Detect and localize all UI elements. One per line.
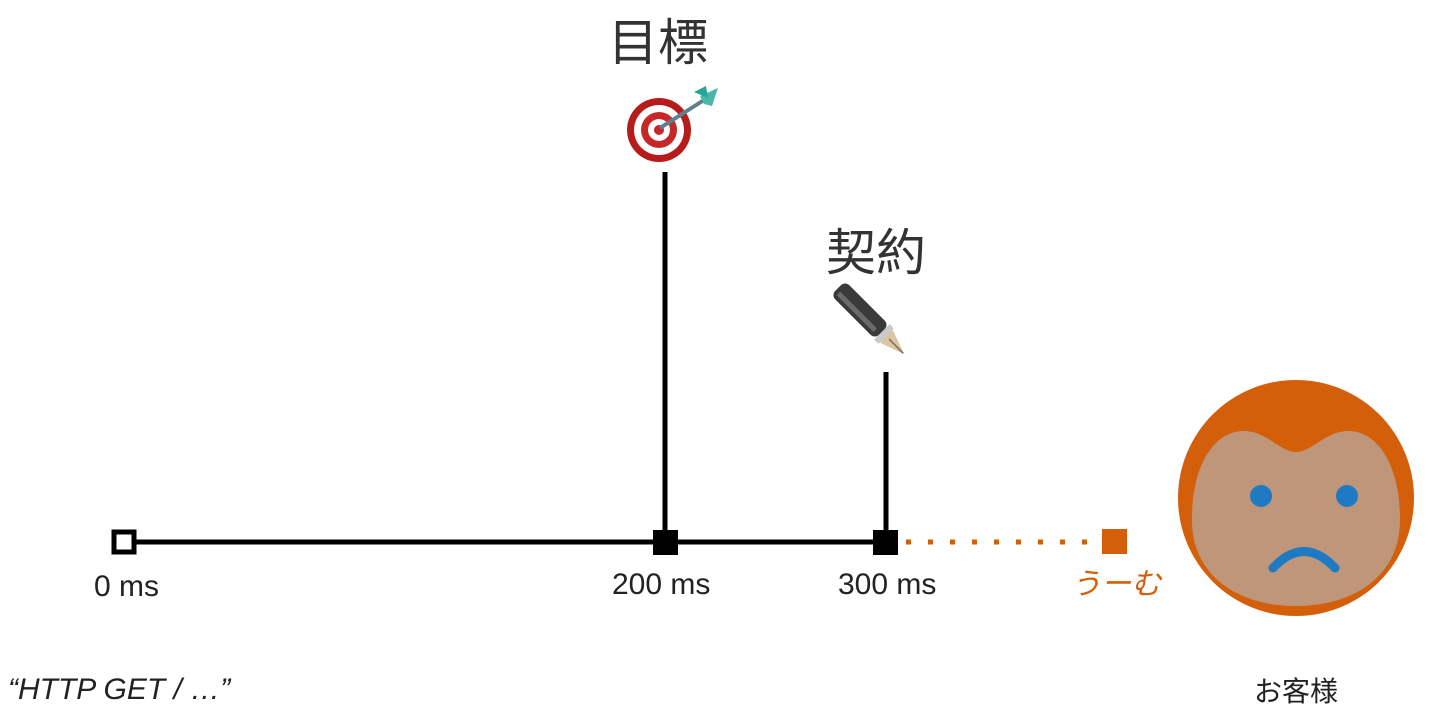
tick-label-300ms: 300 ms xyxy=(838,568,937,601)
contract-title: 契約 xyxy=(826,224,926,282)
tick-label-0ms: 0 ms xyxy=(94,570,160,603)
request-label: “HTTP GET / …” xyxy=(8,673,231,706)
tick-label-200ms: 200 ms xyxy=(612,568,711,601)
contract-point-marker xyxy=(873,530,898,555)
late-point-marker xyxy=(1102,529,1127,554)
dart-target-icon xyxy=(627,86,718,162)
goal-title: 目標 xyxy=(608,14,708,72)
customer-label: お客様 xyxy=(1254,675,1339,708)
start-point-marker xyxy=(111,529,137,555)
goal-point-marker xyxy=(653,530,678,555)
fountain-pen-icon xyxy=(833,283,905,355)
late-label: うーむ xyxy=(1071,567,1161,602)
sad-face-icon xyxy=(1178,380,1414,616)
